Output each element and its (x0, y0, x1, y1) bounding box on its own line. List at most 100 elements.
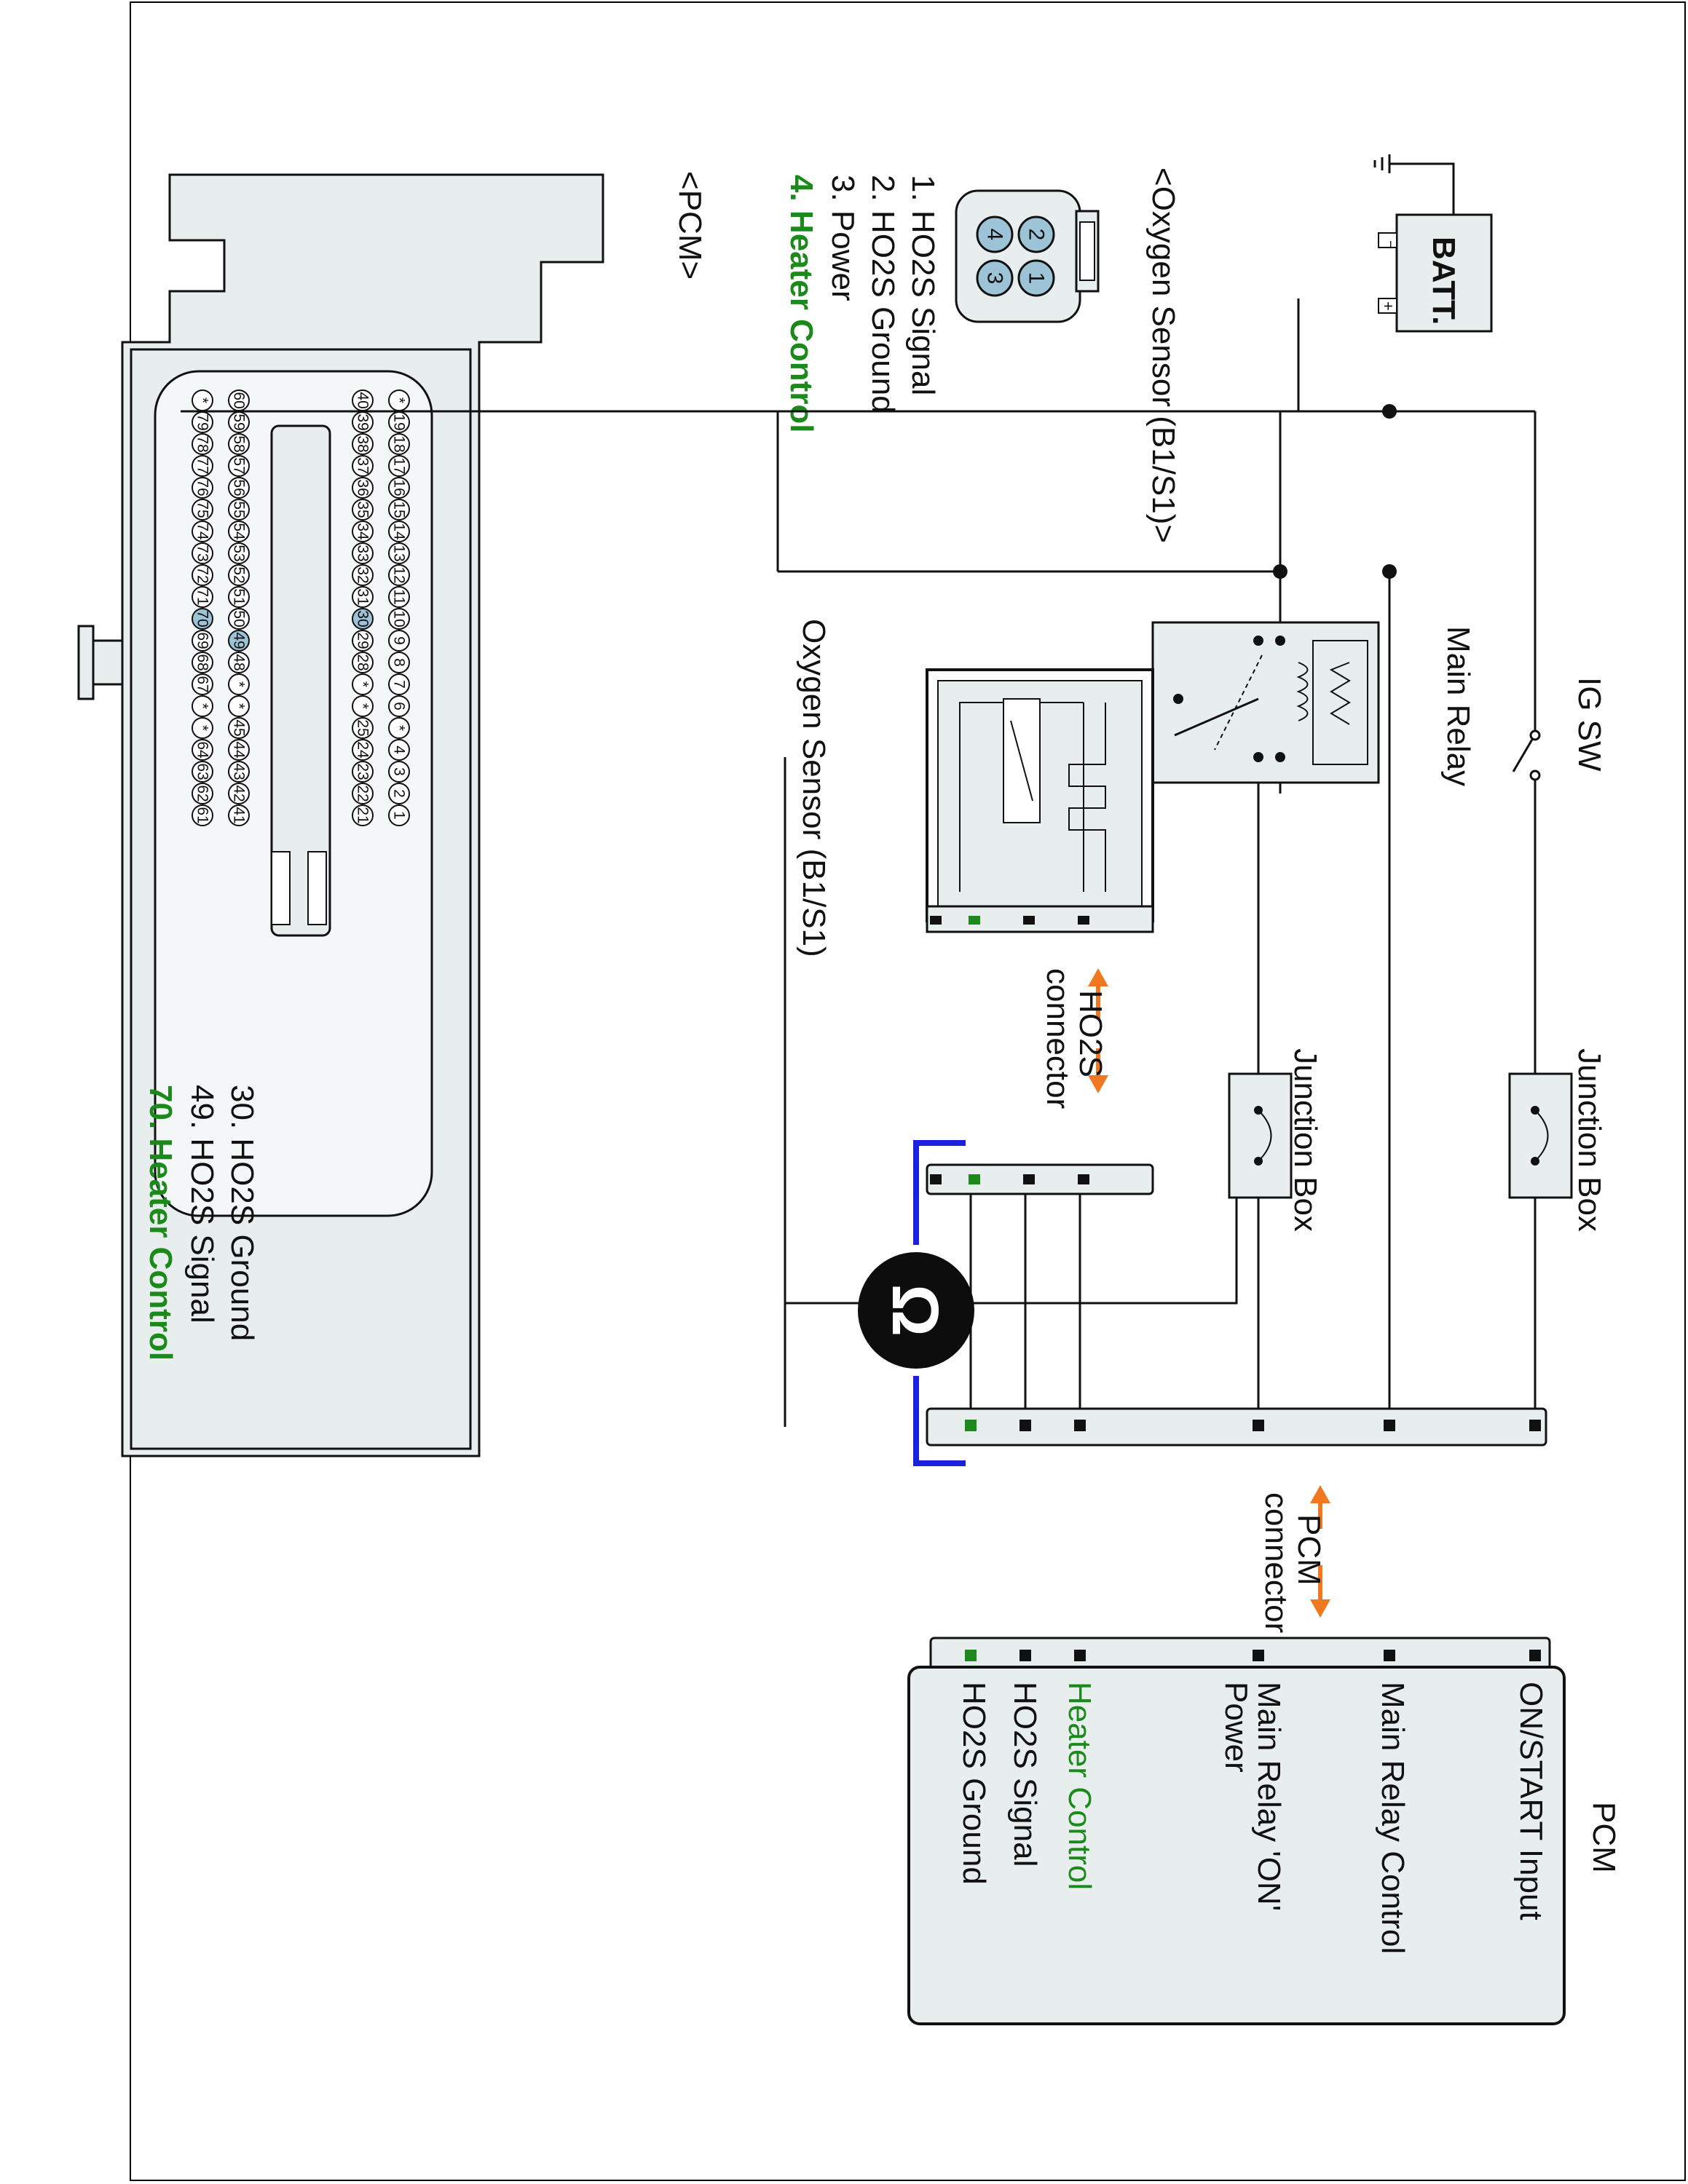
pcm-pin-number: 78 (194, 435, 211, 452)
pcm-connector-arrow (1310, 1485, 1330, 1618)
pcm-pin-number: * (391, 725, 408, 731)
pcm-pin-number: 19 (391, 414, 408, 430)
pcm-pin-number: * (194, 397, 211, 403)
o2-pin-4-label: 4. Heater Control (784, 175, 819, 433)
pcm-pin-number: 79 (194, 414, 211, 430)
pcm-pin-number: 6 (391, 702, 408, 711)
pcm-pin-number: 14 (391, 523, 408, 540)
pcm-pin-* (192, 717, 213, 739)
pcm-pin-number: 59 (231, 414, 248, 430)
pcm-pin-18 (388, 433, 410, 455)
pcm-pin-42 (228, 783, 250, 804)
pcm-pin-52 (228, 564, 250, 586)
ohmmeter: Ω (858, 1140, 974, 1466)
pcm-pin-28 (352, 652, 374, 673)
pcm-connector-title: <PCM> (672, 171, 708, 280)
pcm-pin-grid: *191817161514131211109876*43214039383736… (192, 389, 410, 826)
pcm-pin-number: 56 (231, 479, 248, 496)
o2-pin-3: 3 (976, 259, 1014, 297)
pcm-pin-number: 60 (231, 392, 248, 408)
pcm-pin-54 (228, 521, 250, 542)
pcm-pin-number: 55 (231, 501, 248, 518)
oxygen-sensor-component (926, 668, 1154, 933)
pcm-pin-number: 36 (355, 479, 371, 496)
svg-text:2: 2 (1025, 229, 1049, 241)
pcm-pin-number: 41 (231, 807, 248, 823)
pcm-pin-78 (192, 433, 213, 455)
pcm-pin-number: 58 (231, 435, 248, 452)
ho2s-connector (926, 1163, 1154, 1195)
pcm-pin-number: 21 (355, 807, 371, 823)
pcm-pin-67 (192, 673, 213, 695)
pcm-pin-number: 17 (391, 457, 408, 474)
pcm-pin-number: 40 (355, 392, 371, 408)
pcm-pin-number: 74 (194, 523, 211, 540)
junction-dots (1273, 404, 1397, 579)
pcm-pin-number: 75 (194, 501, 211, 518)
pcm-pin-56 (228, 477, 250, 499)
svg-text:3: 3 (983, 272, 1007, 285)
pcm-pin-number: 1 (391, 811, 408, 820)
pcm-pin-16 (388, 477, 410, 499)
pcm-pin-11 (388, 586, 410, 608)
pcm-pin-76 (192, 477, 213, 499)
pcm-pin-number: 12 (391, 566, 408, 583)
o2-pin-4: 4 (976, 215, 1014, 253)
pcm-connector-label-1: PCM (1291, 1514, 1327, 1586)
pcm-pin-77 (192, 455, 213, 477)
pcm-pin-25 (352, 717, 374, 739)
pcm-pin-43 (228, 761, 250, 783)
pcm-pin-* (228, 673, 250, 695)
pcm-pin-number: 22 (355, 785, 371, 802)
o2-pin-3-label: 3. Power (825, 175, 861, 301)
svg-text:−: − (1382, 240, 1398, 249)
pcm-pin-number: * (231, 703, 248, 709)
pcm-pin-63 (192, 761, 213, 783)
pcm-pin-45 (228, 717, 250, 739)
pcm-pin-main-relay-power-2: Power (1218, 1682, 1254, 1773)
pcm-connector-label-2: connector (1258, 1492, 1294, 1633)
o2-pin-1-label: 1. HO2S Signal (905, 175, 941, 395)
pcm-pin-number: 62 (194, 785, 211, 802)
pcm-pin-50 (228, 608, 250, 630)
pcm-pin-main-relay-power-1: Main Relay 'ON' (1251, 1682, 1287, 1911)
pcm-pin-number: 53 (231, 545, 248, 561)
pcm-pin-number: 68 (194, 654, 211, 670)
pcm-pin-number: 44 (231, 741, 248, 759)
pcm-pin-number: 13 (391, 545, 408, 561)
pcm-pin-number: 42 (231, 785, 248, 802)
junction-box-2-label: Junction Box (1287, 1048, 1323, 1232)
pcm-pin-22 (352, 783, 374, 804)
pcm-pin-29 (352, 630, 374, 652)
pcm-pin-58 (228, 433, 250, 455)
pcm-pin-14 (388, 521, 410, 542)
pcm-pin-34 (352, 521, 374, 542)
pcm-pin-number: 48 (231, 654, 248, 670)
pcm-pin-57 (228, 455, 250, 477)
pcm-pin-number: 43 (231, 763, 248, 780)
o2-pin-2-label: 2. HO2S Ground (865, 175, 901, 414)
ho2s-connector-label-2: connector (1040, 968, 1076, 1109)
pcm-pin-44 (228, 739, 250, 761)
oxygen-sensor-label: Oxygen Sensor (B1/S1) (796, 619, 832, 957)
pcm-pin-41 (228, 804, 250, 826)
pcm-pin-36 (352, 477, 374, 499)
pcm-pin-53 (228, 542, 250, 564)
pcm-pin-69 (192, 630, 213, 652)
pcm-pin-number: 49 (231, 632, 248, 649)
pcm-pin-17 (388, 455, 410, 477)
junction-box-1-label: Junction Box (1571, 1048, 1607, 1232)
pcm-pin-number: 28 (355, 654, 371, 670)
pcm-pin-number: 52 (231, 566, 248, 583)
pcm-pin-* (228, 695, 250, 717)
pcm-pin-35 (352, 499, 374, 521)
pcm-pin-33 (352, 542, 374, 564)
pcm-pin-number: 24 (355, 741, 371, 759)
pcm-pin-number: 4 (391, 745, 408, 754)
pcm-pin-number: 45 (231, 719, 248, 736)
o2-pin-2: 2 (1017, 215, 1055, 253)
pcm-pin-number: * (194, 703, 211, 709)
pcm-pin-9 (388, 630, 410, 652)
main-relay-label: Main Relay (1440, 626, 1476, 786)
